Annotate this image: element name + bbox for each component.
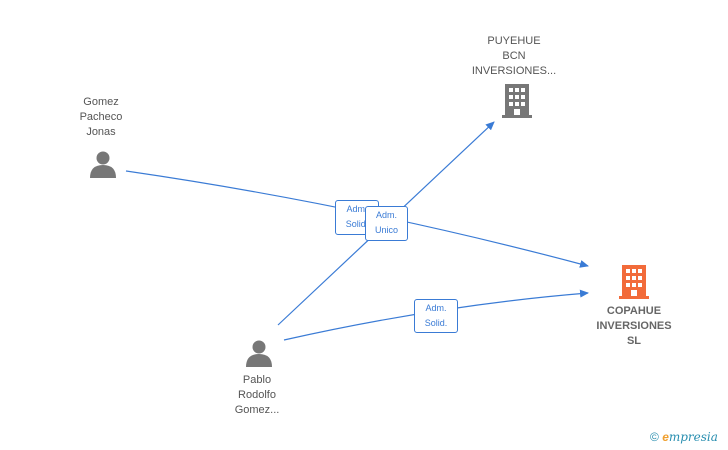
person-icon[interactable] xyxy=(246,340,272,368)
node-label-line: Gomez xyxy=(83,96,119,108)
empresia-logo[interactable]: © empresia xyxy=(650,430,718,444)
node-label-line: INVERSIONES... xyxy=(471,65,557,77)
person-icon[interactable] xyxy=(90,151,116,179)
building-icon[interactable] xyxy=(502,84,532,118)
edge-label-line: Adm. xyxy=(425,303,447,313)
node-label-line: COPAHUE xyxy=(606,305,662,317)
node-label-line: INVERSIONES xyxy=(596,320,672,332)
edge-label-pablo-copahue[interactable]: Adm. Solid. xyxy=(414,299,458,333)
edge-label-line: Solid. xyxy=(424,318,448,328)
building-icon[interactable] xyxy=(619,265,649,299)
copyright-symbol: © xyxy=(650,430,659,444)
edge-label-pablo-puyehue[interactable]: Adm. Unico xyxy=(365,206,408,241)
node-label-line: Gomez... xyxy=(234,404,280,416)
node-label-line: Pablo xyxy=(242,374,272,386)
brand-name: mpresia xyxy=(668,430,718,444)
node-label-line: Pacheco xyxy=(79,111,123,123)
node-label-line: Rodolfo xyxy=(238,389,276,401)
node-label-copahue[interactable]: COPAHUE INVERSIONES SL xyxy=(584,304,684,349)
edge-label-line: Adm. xyxy=(346,204,368,214)
node-label-line: SL xyxy=(626,335,642,347)
node-label-line: PUYEHUE xyxy=(487,35,541,47)
node-label-puyehue[interactable]: PUYEHUE BCN INVERSIONES... xyxy=(454,34,574,79)
node-label-line: Jonas xyxy=(86,126,116,138)
node-label-line: BCN xyxy=(502,50,526,62)
brand-e: e xyxy=(662,430,669,444)
edge-label-line: Adm. xyxy=(375,210,397,220)
edge-label-line: Solid. xyxy=(345,219,369,229)
node-label-pablo[interactable]: Pablo Rodolfo Gomez... xyxy=(212,373,302,418)
node-label-gomez[interactable]: Gomez Pacheco Jonas xyxy=(56,95,146,140)
edge-label-line: Unico xyxy=(374,225,398,235)
